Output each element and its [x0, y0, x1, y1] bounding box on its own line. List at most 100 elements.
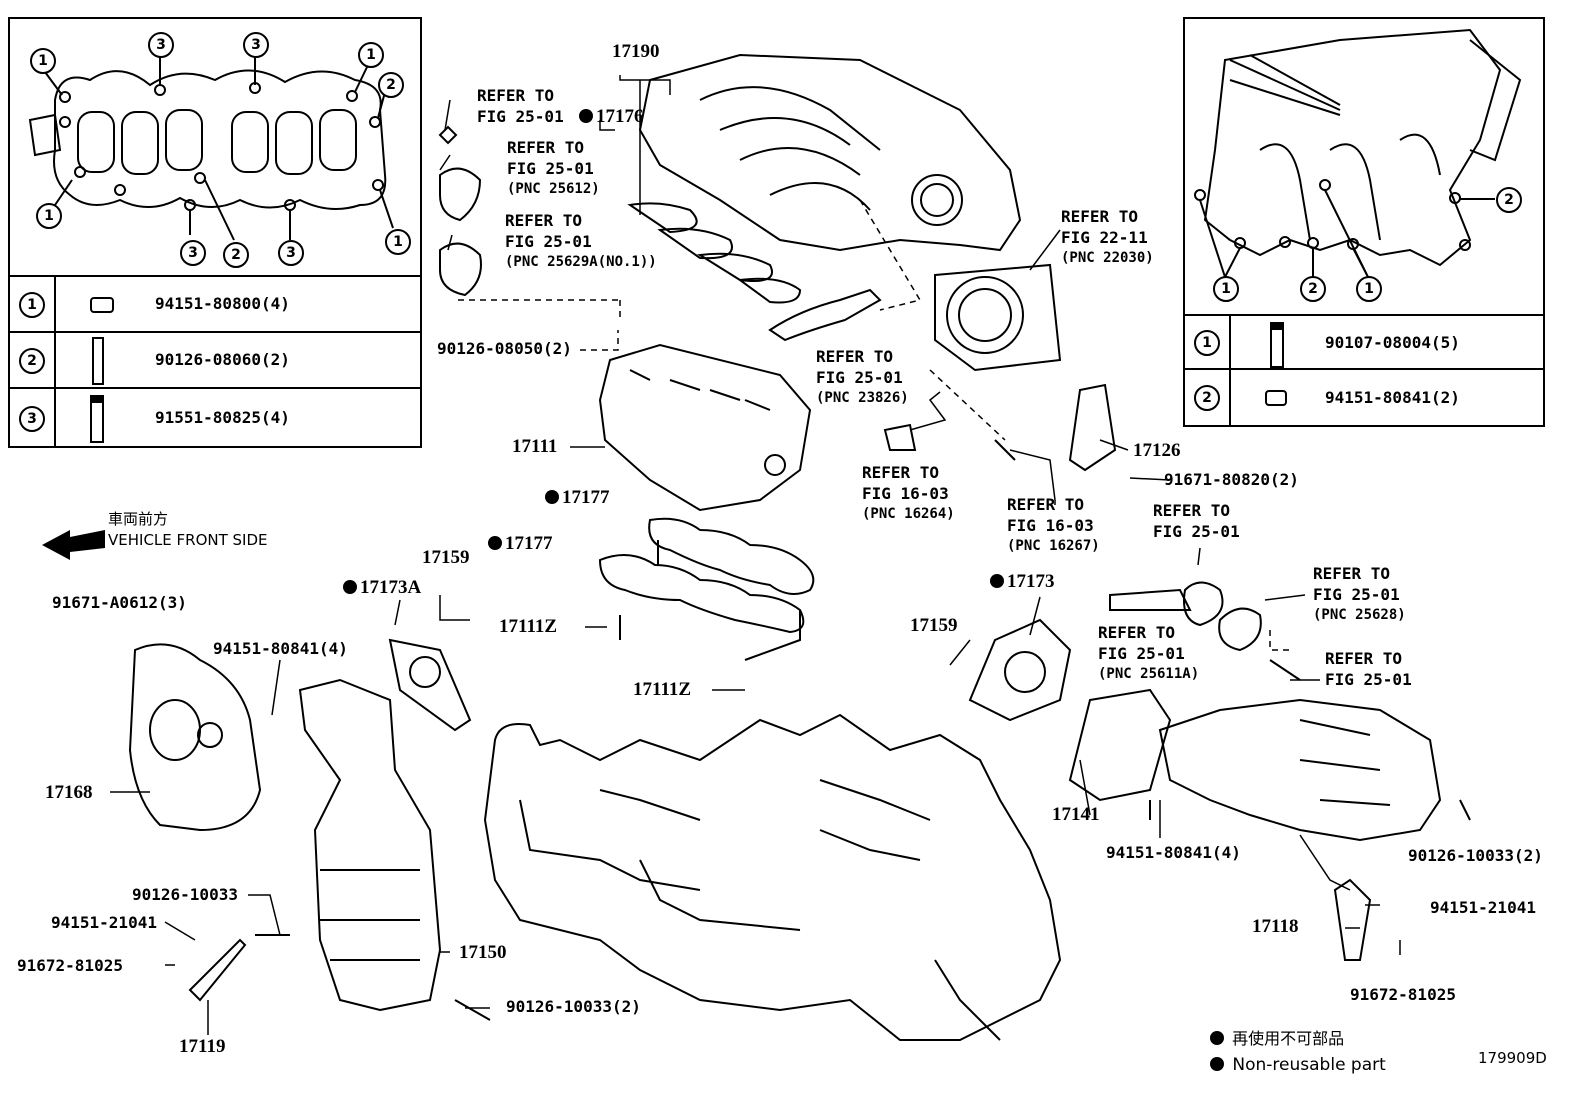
part-label: 17176 [579, 107, 644, 126]
part-number: 94151-80841(4) [1106, 843, 1241, 862]
callout-number: 3 [180, 240, 206, 266]
non-reusable-icon [343, 580, 357, 594]
callout-number: 1 [1356, 276, 1382, 302]
non-reusable-icon [579, 109, 593, 123]
part-label: 17111Z [633, 679, 692, 700]
left-table-row-1: 1 94151-80800(4) [10, 275, 420, 333]
intake-gasket-drawing [28, 55, 394, 241]
exhaust-manifold-drawing [1194, 28, 1522, 278]
part-label: 17141 [1052, 804, 1100, 825]
left-table-row-3: 3 91551-80825(4) [10, 387, 420, 448]
part-number: 91671-80820(2) [1164, 470, 1299, 489]
callout-number: 3 [19, 406, 45, 432]
part-label: 17150 [459, 942, 507, 963]
part-number: 94151-80800(4) [155, 294, 290, 313]
callout-number: 1 [358, 42, 384, 68]
legend-en: Non-reusable part [1210, 1057, 1386, 1074]
part-number: 91672-81025 [1350, 985, 1456, 1004]
right-exhaust-drawing [968, 581, 1471, 961]
callout-number: 2 [223, 242, 249, 268]
vehicle-front-jp: 車両前方 [108, 510, 169, 528]
callout-number: 2 [1194, 385, 1220, 411]
right-table-row-2: 2 94151-80841(2) [1185, 368, 1543, 427]
bolt-icon [1270, 322, 1284, 368]
part-label: 17173A [343, 578, 421, 597]
part-label: 17111Z [499, 616, 558, 637]
callout-number: 1 [36, 203, 62, 229]
non-reusable-icon [990, 574, 1004, 588]
part-label: 17168 [45, 782, 93, 803]
part-label: 17177 [545, 488, 610, 507]
right-fastener-table: 1 90107-08004(5) 2 94151-80841(2) [1183, 17, 1545, 427]
engine-block-drawing [483, 713, 1062, 1041]
callout-number: 1 [1213, 276, 1239, 302]
right-table-row-1: 1 90107-08004(5) [1185, 314, 1543, 370]
part-label: 17177 [488, 534, 553, 553]
legend-jp: 再使用不可部品 [1210, 1031, 1344, 1047]
left-exhaust-drawing [128, 638, 491, 1021]
non-reusable-icon [1210, 1057, 1224, 1071]
callout-number: 2 [1300, 276, 1326, 302]
part-number: 94151-80841(4) [213, 639, 348, 658]
left-fastener-table: 1 94151-80800(4) 2 90126-08060(2) 3 9155… [8, 17, 422, 448]
figure-id: 179909D [1478, 1049, 1547, 1067]
callout-number: 3 [278, 240, 304, 266]
part-label: 17190 [612, 41, 660, 62]
callout-number: 1 [385, 229, 411, 255]
bolt-icon [90, 395, 104, 443]
leader-lines [110, 75, 1401, 1035]
left-table-row-2: 2 90126-08060(2) [10, 331, 420, 389]
part-number: 94151-21041 [1430, 898, 1536, 917]
part-label: 17126 [1133, 440, 1181, 461]
part-number: 90126-10033(2) [506, 997, 641, 1016]
front-arrow-drawing [42, 530, 105, 560]
callout-number: 2 [378, 72, 404, 98]
non-reusable-icon [545, 490, 559, 504]
part-label: 17119 [179, 1036, 226, 1057]
lower-intake-drawing [598, 343, 812, 512]
part-number: 90107-08004(5) [1325, 333, 1460, 352]
part-number: 90126-10033 [132, 885, 238, 904]
part-number: 94151-80841(2) [1325, 388, 1460, 407]
part-number: 91671-A0612(3) [52, 593, 187, 612]
part-number: 94151-21041 [51, 913, 157, 932]
non-reusable-icon [488, 536, 502, 550]
callout-number: 1 [1194, 330, 1220, 356]
part-number: 91672-81025 [17, 956, 123, 975]
part-number: 91551-80825(4) [155, 408, 290, 427]
vehicle-front-en: VEHICLE FRONT SIDE [108, 531, 268, 549]
part-label: 17118 [1252, 916, 1299, 937]
nut-icon [1265, 390, 1287, 406]
part-label: 17173 [990, 572, 1055, 591]
callout-number: 3 [243, 32, 269, 58]
callout-number: 2 [1496, 187, 1522, 213]
part-label: 17159 [910, 615, 958, 636]
callout-number: 1 [30, 48, 56, 74]
upper-intake-drawing [438, 53, 1022, 342]
throttle-body-drawing [883, 263, 1117, 472]
part-number: 90126-08060(2) [155, 350, 290, 369]
callout-number: 3 [148, 32, 174, 58]
non-reusable-icon [1210, 1031, 1224, 1045]
callout-number: 2 [19, 348, 45, 374]
part-label: 17159 [422, 547, 470, 568]
nut-icon [90, 297, 114, 313]
stud-icon [92, 337, 104, 385]
part-number: 90126-10033(2) [1408, 846, 1543, 865]
part-label: 17111 [512, 436, 558, 457]
callout-number: 1 [19, 292, 45, 318]
intake-gaskets-drawing [598, 517, 815, 661]
part-number: 90126-08050(2) [437, 339, 572, 358]
